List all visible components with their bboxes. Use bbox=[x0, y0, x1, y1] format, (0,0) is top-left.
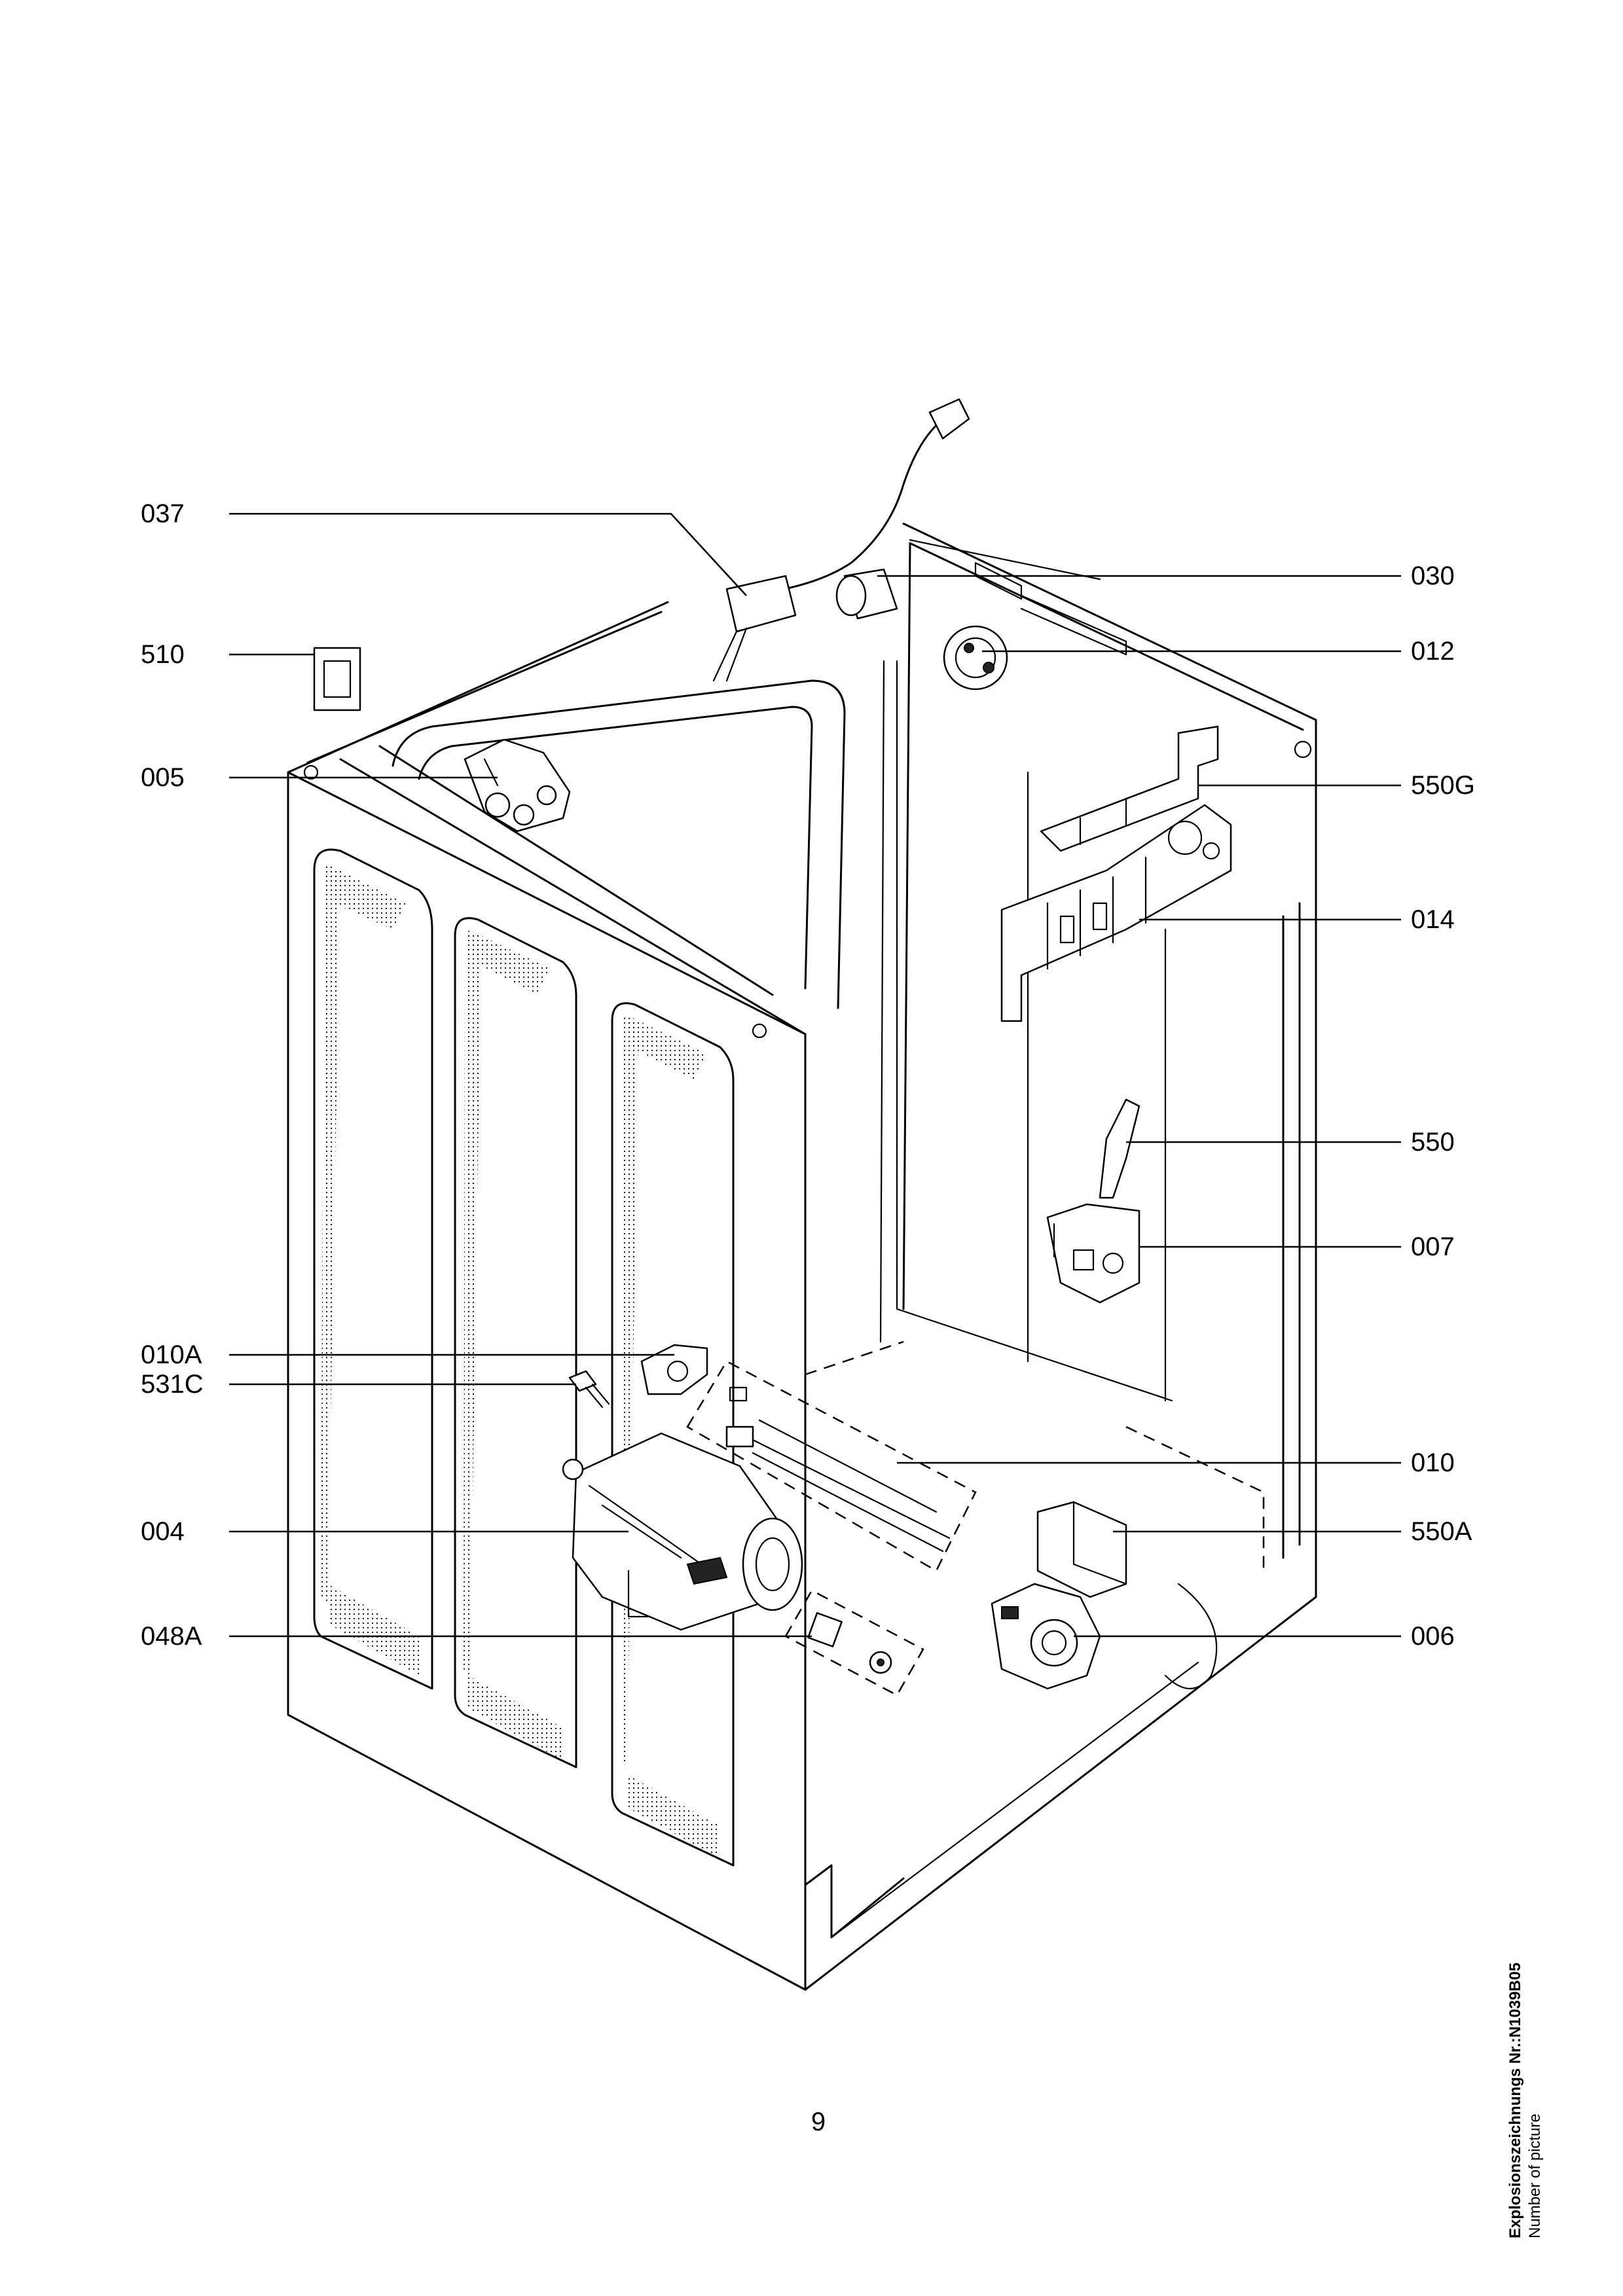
callout-010: 010 bbox=[1411, 1448, 1455, 1477]
part-550A-cover bbox=[1036, 1501, 1127, 1598]
drawing-number-label: Number of picture bbox=[1526, 2113, 1544, 2238]
part-030-capacitor bbox=[835, 568, 898, 620]
part-550-door-lever bbox=[1099, 1098, 1140, 1199]
callout-012: 012 bbox=[1411, 637, 1455, 666]
part-012-pressure-switch bbox=[943, 625, 1008, 691]
callout-037: 037 bbox=[141, 499, 185, 528]
part-007-door-lock bbox=[1046, 1203, 1140, 1304]
callout-005: 005 bbox=[141, 763, 185, 792]
part-006-drain-pump bbox=[991, 1583, 1101, 1690]
drawing-caption: Explosionszeichnungs Nr.:N1039B05 Number… bbox=[1506, 1963, 1545, 2238]
callout-006: 006 bbox=[1411, 1622, 1455, 1651]
callout-550: 550 bbox=[1411, 1128, 1455, 1157]
callout-550G: 550G bbox=[1411, 771, 1475, 800]
part-048A-carbon-brushes bbox=[784, 1589, 924, 1696]
part-005-inlet-valve bbox=[464, 738, 571, 833]
part-531C-screw bbox=[568, 1370, 610, 1408]
part-010-heating-element bbox=[686, 1360, 977, 1572]
callout-010A: 010A bbox=[141, 1340, 202, 1369]
callout-550A: 550A bbox=[1411, 1517, 1472, 1546]
part-014-control-board bbox=[1000, 804, 1232, 1022]
callout-048A: 048A bbox=[141, 1622, 202, 1651]
part-010A-bracket bbox=[640, 1344, 708, 1395]
callout-531C: 531C bbox=[141, 1370, 204, 1399]
drawing-number: Explosionszeichnungs Nr.:N1039B05 bbox=[1506, 1962, 1524, 2238]
callout-510: 510 bbox=[141, 640, 185, 669]
callout-030: 030 bbox=[1411, 562, 1455, 590]
part-510-label-plate bbox=[313, 647, 361, 711]
part-037-mains-filter bbox=[712, 398, 970, 682]
callout-007: 007 bbox=[1411, 1232, 1455, 1261]
callout-labels: 037 510 005 010A 531C 004 048A 030 012 5… bbox=[141, 499, 1475, 1651]
part-004-drive-motor bbox=[562, 1432, 803, 1631]
page-number: 9 bbox=[811, 2108, 826, 2136]
leader-lines bbox=[229, 512, 1401, 1638]
cabinet-housing bbox=[287, 522, 1317, 1991]
callout-004: 004 bbox=[141, 1517, 185, 1546]
callout-014: 014 bbox=[1411, 905, 1455, 934]
part-550G-bracket bbox=[1040, 725, 1219, 852]
